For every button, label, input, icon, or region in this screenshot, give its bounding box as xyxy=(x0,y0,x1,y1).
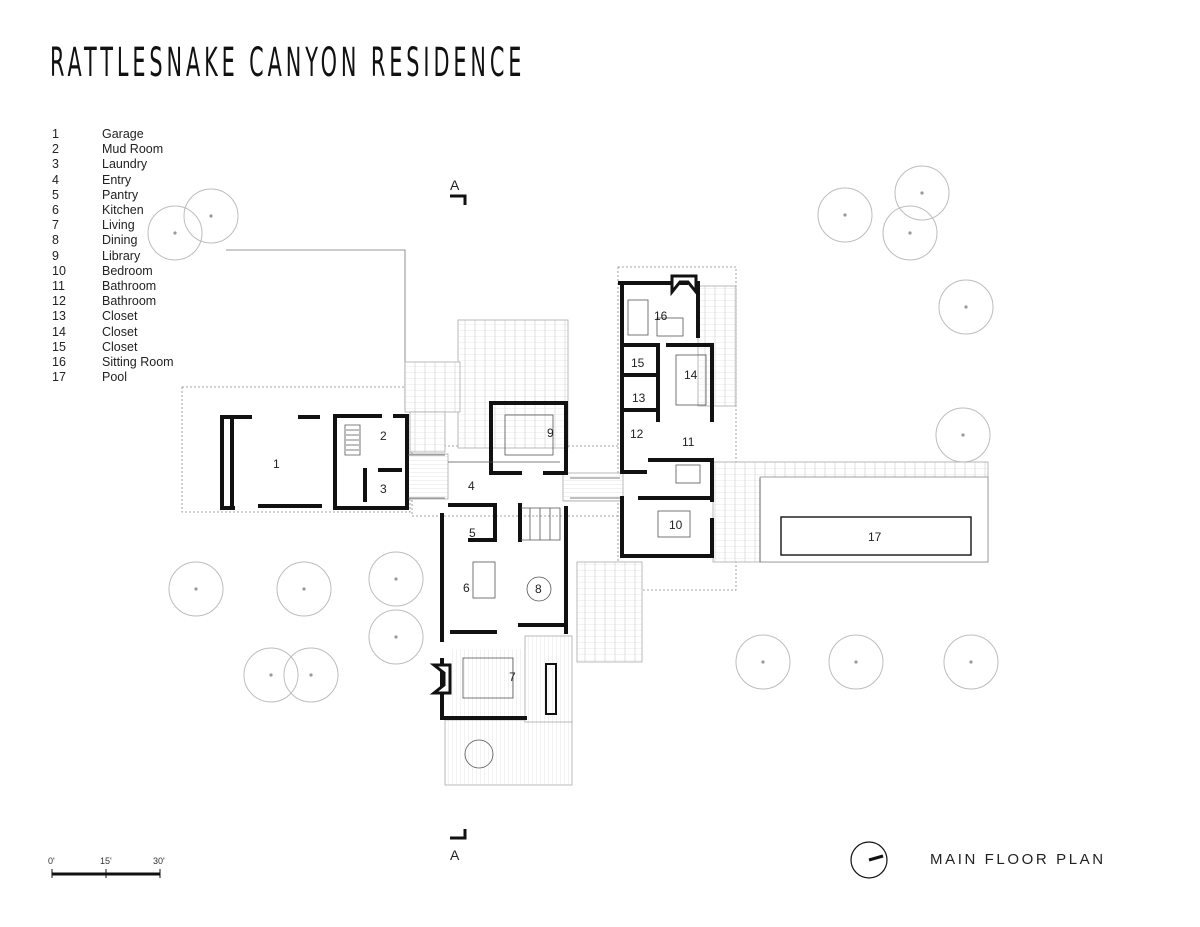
legend-number: 14 xyxy=(52,324,66,339)
room-label-6: 6 xyxy=(463,581,470,595)
legend-room-name: Bathroom xyxy=(102,279,157,294)
legend-room-name: Bedroom xyxy=(102,263,153,278)
legend-item: 15 Closet xyxy=(52,340,174,355)
legend-room-name: Laundry xyxy=(102,157,148,172)
plan-title: MAIN FLOOR PLAN xyxy=(930,851,1106,868)
legend-room-name: Library xyxy=(102,248,141,263)
legend-item: 7 Living xyxy=(52,218,174,233)
scale-label-15: 15' xyxy=(100,856,112,866)
room-label-4: 4 xyxy=(468,479,475,493)
legend-item: 5 Pantry xyxy=(52,188,174,203)
legend-number: 17 xyxy=(52,370,66,385)
room-legend: 1 Garage 2 Mud Room 3 Laundry 4 Entry 5 Pantry 6 Ki… xyxy=(52,127,174,385)
legend-item: 16 Sitting Room xyxy=(52,355,174,370)
legend-item: 1 Garage xyxy=(52,127,174,142)
legend-room-name: Entry xyxy=(102,172,132,187)
room-label-16: 16 xyxy=(654,309,668,323)
pool xyxy=(759,476,989,563)
legend-number: 8 xyxy=(52,233,59,248)
scale-label-30: 30' xyxy=(153,856,165,866)
legend-number: 10 xyxy=(52,263,66,278)
room-label-7: 7 xyxy=(509,670,516,684)
room-label-12: 12 xyxy=(630,427,644,441)
legend-number: 3 xyxy=(52,157,59,172)
legend-room-name: Mud Room xyxy=(102,142,164,157)
legend-number: 16 xyxy=(52,355,66,370)
room-label-3: 3 xyxy=(380,482,387,496)
legend-room-name: Bathroom xyxy=(102,294,157,309)
legend-number: 9 xyxy=(52,248,59,263)
legend-number: 4 xyxy=(52,172,59,187)
scale-bar xyxy=(51,869,161,878)
legend-number: 13 xyxy=(52,309,66,324)
room-label-8: 8 xyxy=(535,582,542,596)
legend-number: 6 xyxy=(52,203,59,218)
page-title: RATTLESNAKE CANYON RESIDENCE xyxy=(50,40,526,86)
legend-room-name: Closet xyxy=(102,324,138,339)
room-label-15: 15 xyxy=(631,356,645,370)
legend-room-name: Garage xyxy=(102,127,144,141)
section-marker-icon xyxy=(450,194,467,840)
scale-label-0: 0' xyxy=(48,856,55,866)
north-arrow-icon xyxy=(850,841,888,879)
room-label-14: 14 xyxy=(684,368,698,382)
legend-item: 14 Closet xyxy=(52,325,174,340)
legend-item: 10 Bedroom xyxy=(52,264,174,279)
legend-room-name: Dining xyxy=(102,233,138,248)
legend-item: 6 Kitchen xyxy=(52,203,174,218)
legend-item: 4 Entry xyxy=(52,173,174,188)
legend-item: 9 Library xyxy=(52,249,174,264)
room-label-17: 17 xyxy=(868,530,882,544)
legend-item: 2 Mud Room xyxy=(52,142,174,157)
room-label-1: 1 xyxy=(273,457,280,471)
legend-number: 12 xyxy=(52,294,66,309)
section-letter-bottom: A xyxy=(450,847,460,863)
section-letter-top: A xyxy=(450,177,460,193)
legend-item: 17 Pool xyxy=(52,370,174,385)
legend-room-name: Kitchen xyxy=(102,203,144,218)
legend-number: 2 xyxy=(52,142,59,157)
legend-number: 1 xyxy=(52,127,59,141)
legend-room-name: Pantry xyxy=(102,187,139,202)
legend-room-name: Living xyxy=(102,218,135,233)
room-label-2: 2 xyxy=(380,429,387,443)
room-label-5: 5 xyxy=(469,526,476,540)
legend-item: 8 Dining xyxy=(52,233,174,248)
room-label-10: 10 xyxy=(669,518,683,532)
legend-number: 11 xyxy=(52,279,65,294)
room-label-11: 11 xyxy=(682,435,695,449)
legend-number: 15 xyxy=(52,339,66,354)
legend-room-name: Pool xyxy=(102,370,128,385)
legend-room-name: Closet xyxy=(102,339,138,354)
legend-room-name: Sitting Room xyxy=(102,355,174,370)
legend-item: 13 Closet xyxy=(52,309,174,324)
tree-circle-icon xyxy=(147,165,999,703)
legend-item: 12 Bathroom xyxy=(52,294,174,309)
legend-number: 5 xyxy=(52,187,59,202)
legend-room-name: Closet xyxy=(102,309,138,324)
room-label-13: 13 xyxy=(632,391,646,405)
legend-item: 3 Laundry xyxy=(52,157,174,172)
room-label-9: 9 xyxy=(547,426,554,440)
legend-item: 11 Bathroom xyxy=(52,279,174,294)
legend-number: 7 xyxy=(52,218,59,233)
